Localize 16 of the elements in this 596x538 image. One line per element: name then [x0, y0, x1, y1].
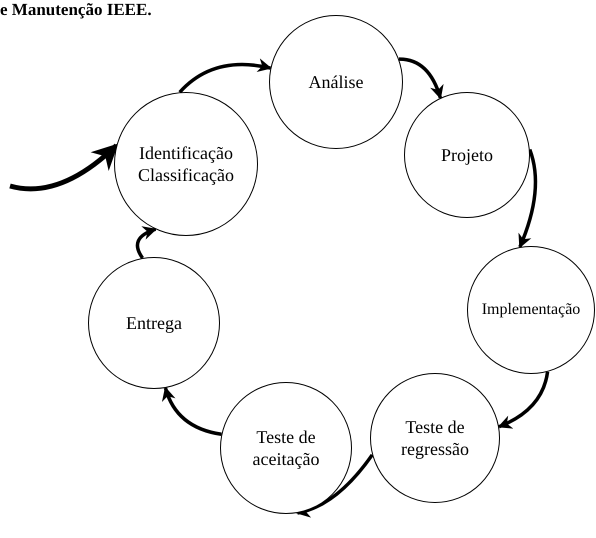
node-label: Identificação Classificação — [137, 142, 235, 186]
node-label: Teste de regressão — [400, 416, 470, 460]
node-label: Teste de aceitação — [252, 426, 320, 470]
arrow — [136, 226, 157, 259]
node-label: Implementação — [482, 300, 580, 320]
title: e Manutenção IEEE. — [0, 0, 152, 20]
arrow — [162, 386, 222, 436]
node-label: Análise — [308, 70, 364, 94]
arrow — [9, 144, 118, 192]
arrow — [296, 454, 374, 517]
arrow — [518, 148, 538, 248]
arrow — [178, 58, 272, 94]
node-label: Projeto — [441, 144, 493, 166]
arrow — [498, 372, 550, 428]
node-label: Entrega — [126, 312, 182, 334]
arrow — [398, 57, 444, 100]
